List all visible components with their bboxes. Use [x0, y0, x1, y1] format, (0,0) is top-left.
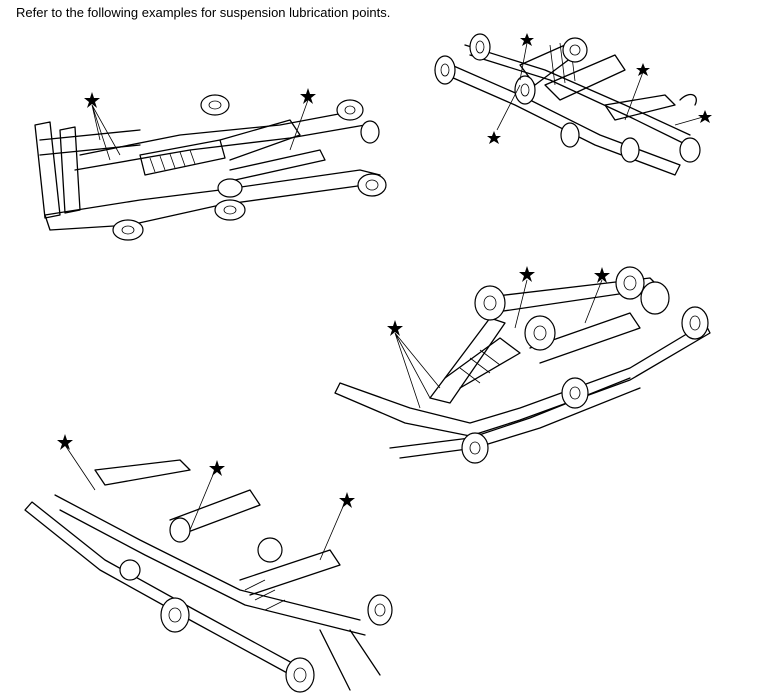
star-icon	[300, 88, 316, 104]
star-icon	[209, 460, 225, 476]
suspension-diagram-middle-right	[330, 258, 730, 473]
suspension-diagram-top-right	[425, 25, 725, 185]
star-icon	[57, 434, 73, 450]
suspension-diagram-bottom-left	[20, 430, 410, 695]
star-icon	[487, 131, 501, 144]
star-icon	[339, 492, 355, 508]
star-icon	[636, 63, 650, 76]
star-icon	[594, 267, 610, 283]
star-icon	[519, 266, 535, 282]
page-caption: Refer to the following examples for susp…	[16, 5, 391, 20]
suspension-diagram-top-left	[20, 80, 400, 250]
star-icon	[84, 92, 100, 108]
star-icon	[387, 320, 403, 336]
star-icon	[520, 33, 534, 46]
star-icon	[698, 110, 712, 123]
